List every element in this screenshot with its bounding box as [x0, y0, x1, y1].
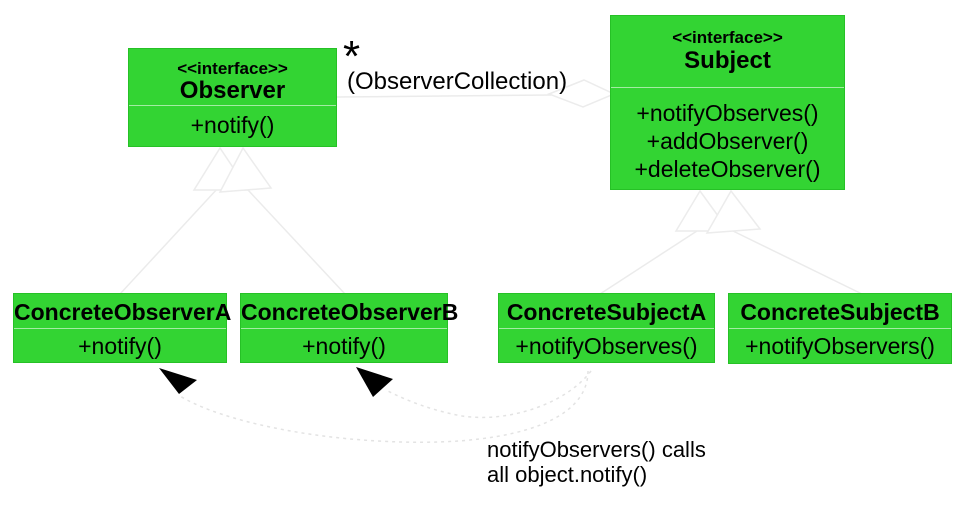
note-line-2: all object.notify() [487, 462, 648, 487]
generalization-line-concrete-observer-a [119, 187, 219, 295]
method-label: +notify() [190, 112, 275, 138]
method-label: +notifyObserves() [636, 100, 819, 126]
compartment-divider [129, 105, 336, 106]
stereotype-label: <<interface>> [177, 59, 288, 78]
dependency-curve-to-observer-a [179, 370, 589, 444]
stereotype-label: <<interface>> [672, 28, 783, 47]
class-box-observer: <<interface>> Observer +notify() [128, 48, 337, 147]
note-line-1: notifyObservers() calls [487, 437, 706, 462]
black-arrowhead-icon [356, 367, 393, 397]
method-label: +notify() [302, 333, 386, 359]
compartment-divider [729, 328, 951, 329]
class-name: ConcreteObserverB [241, 299, 459, 325]
class-box-subject: <<interface>> Subject +notifyObserves() … [610, 15, 845, 190]
compartment-divider [499, 328, 714, 329]
class-box-concrete-subject-b: ConcreteSubjectB +notifyObservers() [728, 293, 952, 364]
aggregation-line [336, 94, 552, 98]
class-name: Observer [179, 77, 286, 104]
black-arrowhead-icon [159, 368, 197, 394]
class-name: Subject [684, 47, 771, 74]
multiplicity-star-label: * [343, 32, 361, 81]
hollow-triangle-icon [705, 189, 762, 234]
dependency-curve-to-observer-b [387, 370, 592, 419]
class-box-concrete-observer-b: ConcreteObserverB +notify() [240, 293, 459, 363]
generalization-line-concrete-subject-b [732, 230, 863, 295]
compartment-divider [241, 328, 447, 329]
class-name: ConcreteObserverA [14, 299, 232, 325]
method-label: +notifyObservers() [745, 333, 935, 359]
method-label: +notifyObserves() [515, 333, 698, 359]
observer-collection-label: (ObserverCollection) [347, 68, 568, 95]
method-label: +notify() [78, 333, 162, 359]
generalization-line-concrete-observer-b [247, 189, 346, 295]
class-box-concrete-observer-a: ConcreteObserverA +notify() [13, 293, 232, 363]
dependency-note: notifyObservers() calls all object.notif… [487, 437, 727, 487]
method-label: +deleteObserver() [634, 156, 821, 182]
class-box-concrete-subject-a: ConcreteSubjectA +notifyObserves() [498, 293, 715, 363]
class-name: ConcreteSubjectA [506, 299, 707, 325]
compartment-divider [611, 87, 844, 88]
class-name: ConcreteSubjectB [740, 299, 940, 325]
compartment-divider [14, 328, 226, 329]
hollow-triangle-icon [218, 146, 273, 193]
generalization-line-concrete-subject-a [599, 228, 701, 295]
method-label: +addObserver() [646, 128, 809, 154]
